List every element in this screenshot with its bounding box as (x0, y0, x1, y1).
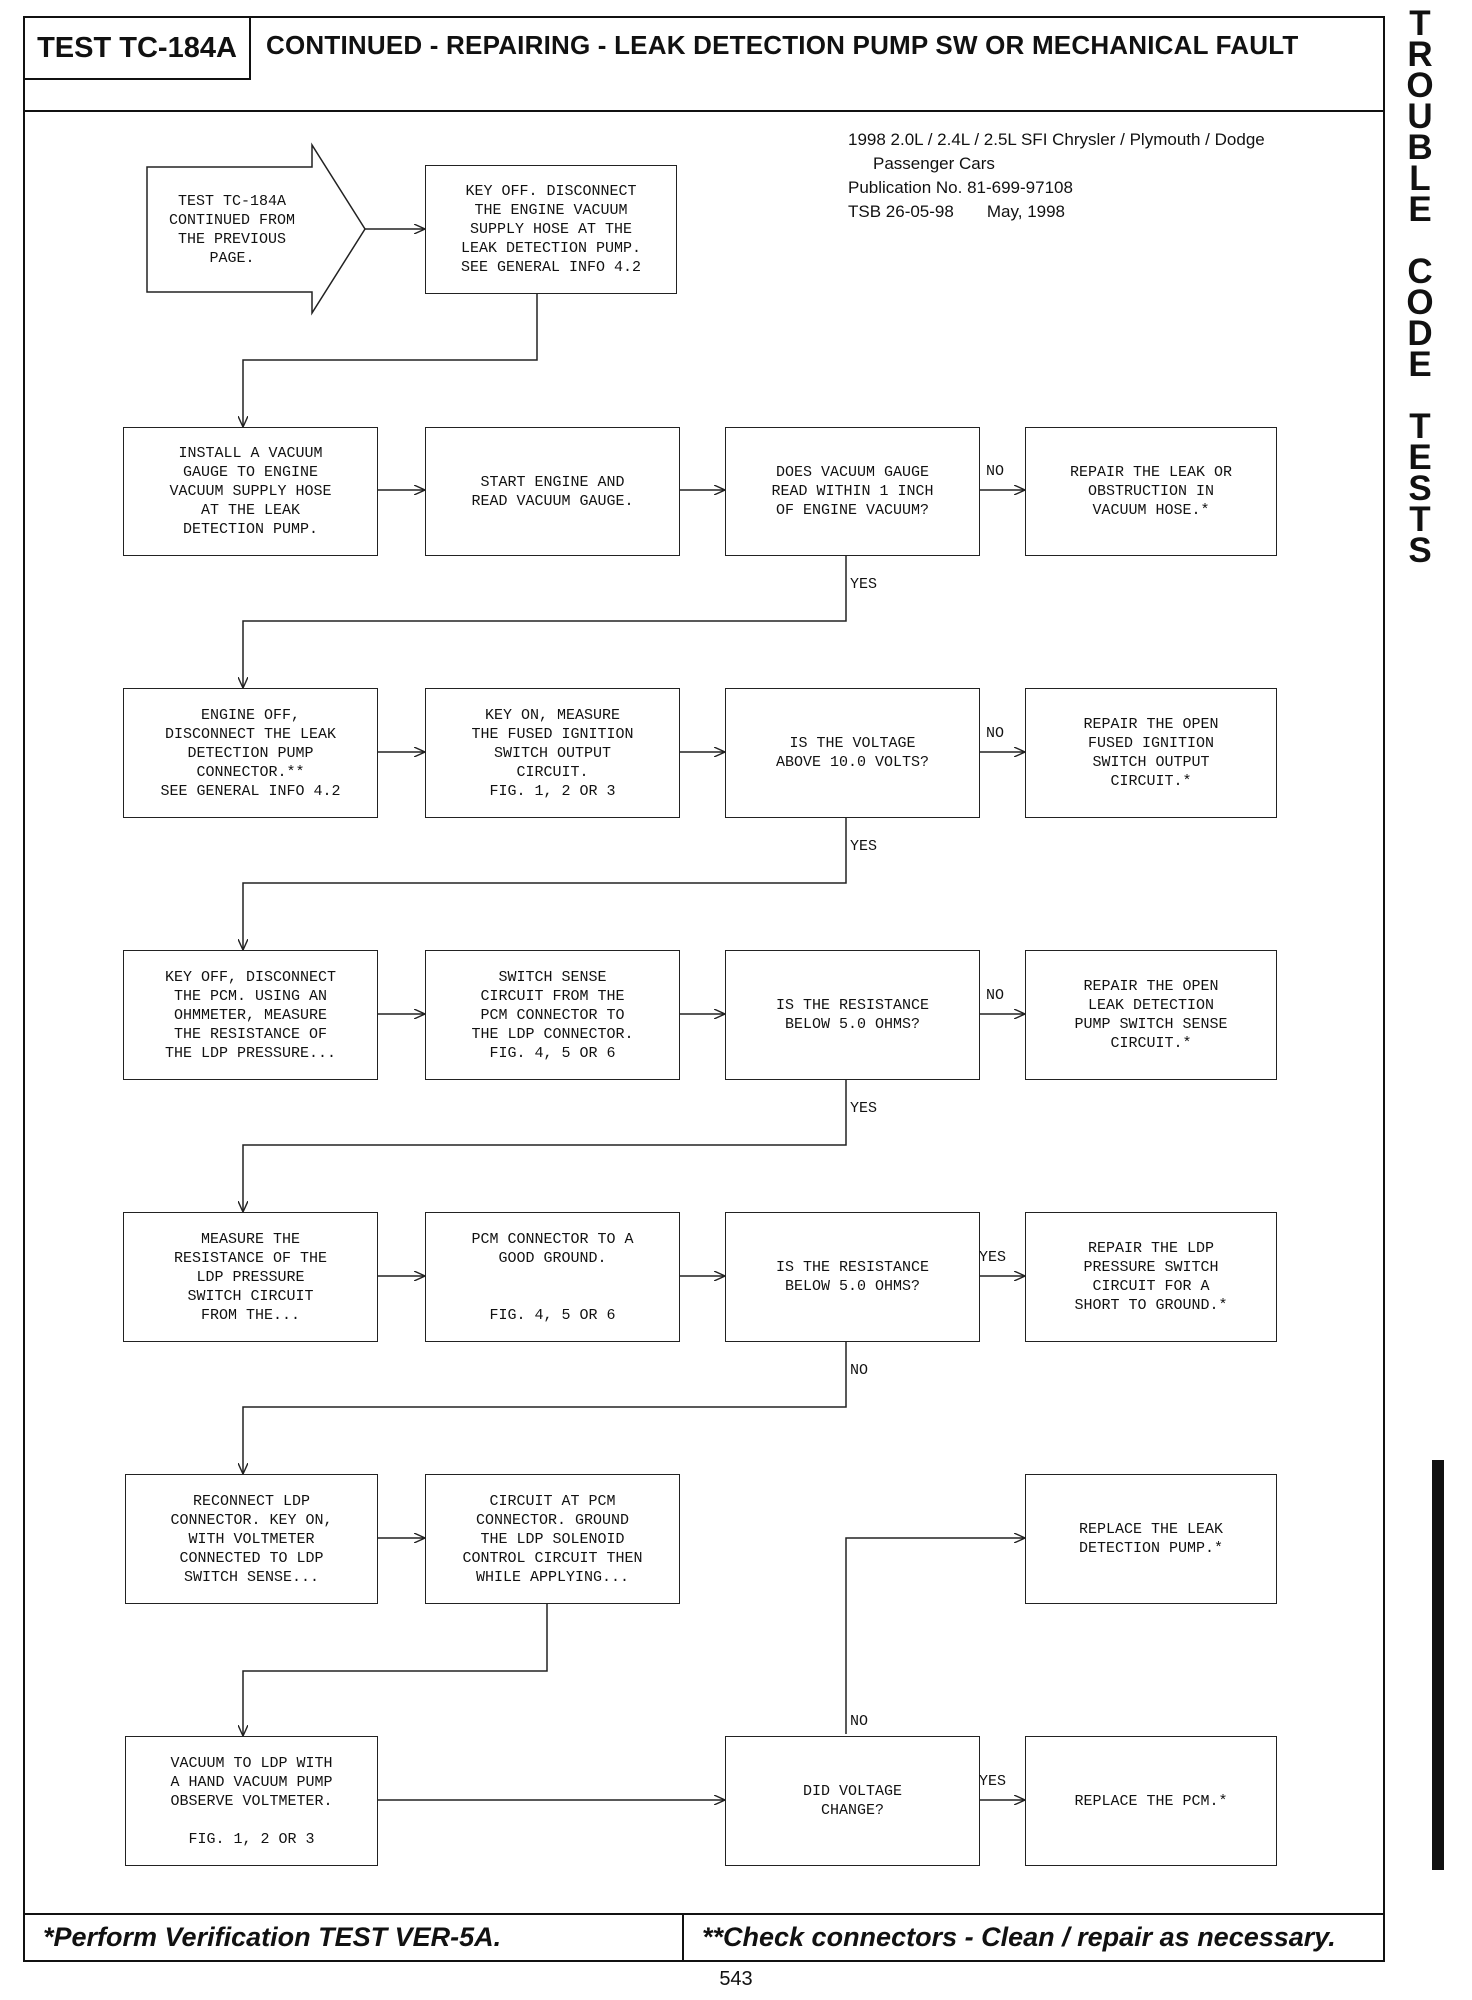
label-no: NO (850, 1362, 869, 1379)
result-repair-switch-sense: REPAIR THE OPEN LEAK DETECTION PUMP SWIT… (1025, 950, 1277, 1080)
step-measure-ignition-circuit: KEY ON, MEASURE THE FUSED IGNITION SWITC… (425, 688, 680, 818)
step-install-vacuum-gauge: INSTALL A VACUUM GAUGE TO ENGINE VACUUM … (123, 427, 378, 556)
header-row (23, 16, 1385, 112)
side-tab-letter: O (1406, 66, 1434, 105)
publication-info: 1998 2.0L / 2.4L / 2.5L SFI Chrysler / P… (848, 128, 1265, 224)
label-no: NO (986, 987, 1005, 1004)
test-id: TEST TC-184A (25, 18, 251, 80)
side-thumb-bar (1432, 1460, 1444, 1870)
publication-tsb: TSB 26-05-98 May, 1998 (848, 202, 1066, 221)
side-tab-letter: O (1406, 283, 1434, 322)
label-yes: YES (850, 1100, 878, 1117)
publication-vehicle: 1998 2.0L / 2.4L / 2.5L SFI Chrysler / P… (848, 130, 1265, 149)
question-voltage: IS THE VOLTAGE ABOVE 10.0 VOLTS? (725, 688, 980, 818)
label-no: NO (850, 1713, 869, 1730)
step-disconnect-ldp-connector: ENGINE OFF, DISCONNECT THE LEAK DETECTIO… (123, 688, 378, 818)
publication-cars: Passenger Cars (873, 154, 995, 173)
side-tab-letter: T (1409, 4, 1431, 43)
step-reconnect-ldp: RECONNECT LDP CONNECTOR. KEY ON, WITH VO… (125, 1474, 378, 1604)
label-yes: YES (850, 576, 878, 593)
side-tab-letter: E (1408, 345, 1432, 384)
question-resistance-2: IS THE RESISTANCE BELOW 5.0 OHMS? (725, 1212, 980, 1342)
publication-number: Publication No. 81-699-97108 (848, 178, 1073, 197)
page-frame (23, 16, 1385, 1962)
step-pcm-connector-ground: PCM CONNECTOR TO A GOOD GROUND. FIG. 4, … (425, 1212, 680, 1342)
step-circuit-at-pcm: CIRCUIT AT PCM CONNECTOR. GROUND THE LDP… (425, 1474, 680, 1604)
side-tab-letter: T (1409, 407, 1431, 446)
side-tab-letter: S (1408, 531, 1432, 570)
side-tab-letter: B (1407, 128, 1433, 167)
question-voltage-change: DID VOLTAGE CHANGE? (725, 1736, 980, 1866)
label-yes: YES (979, 1249, 1007, 1266)
result-repair-vacuum-hose: REPAIR THE LEAK OR OBSTRUCTION IN VACUUM… (1025, 427, 1277, 556)
side-tab-letter: C (1407, 252, 1433, 291)
footer-connector-note: **Check connectors - Clean / repair as n… (684, 1913, 1385, 1960)
step-vacuum-to-ldp: VACUUM TO LDP WITH A HAND VACUUM PUMP OB… (125, 1736, 378, 1866)
step-measure-resistance: MEASURE THE RESISTANCE OF THE LDP PRESSU… (123, 1212, 378, 1342)
step-start-engine: START ENGINE AND READ VACUUM GAUGE. (425, 427, 680, 556)
side-tab-letter: S (1408, 469, 1432, 508)
side-tab-letter: D (1407, 314, 1433, 353)
page-number: 543 (719, 1968, 753, 1990)
label-yes: YES (979, 1773, 1007, 1790)
side-tab-letter: L (1409, 159, 1431, 198)
side-tab-letter: T (1409, 500, 1431, 539)
side-tab-letter: R (1407, 35, 1433, 74)
step-switch-sense-circuit: SWITCH SENSE CIRCUIT FROM THE PCM CONNEC… (425, 950, 680, 1080)
question-resistance-1: IS THE RESISTANCE BELOW 5.0 OHMS? (725, 950, 980, 1080)
footer-verification-note: *Perform Verification TEST VER-5A. (23, 1913, 684, 1960)
side-tab-letter: E (1408, 438, 1432, 477)
side-tab-letter: U (1407, 97, 1433, 136)
label-no: NO (986, 725, 1005, 742)
start-label: TEST TC-184A CONTINUED FROM THE PREVIOUS… (168, 192, 296, 267)
label-no: NO (986, 463, 1005, 480)
start-arrow-shape (146, 142, 366, 316)
question-vacuum-gauge: DOES VACUUM GAUGE READ WITHIN 1 INCH OF … (725, 427, 980, 556)
side-tab-letter: E (1408, 190, 1432, 229)
result-replace-pcm: REPLACE THE PCM.* (1025, 1736, 1277, 1866)
label-yes: YES (850, 838, 878, 855)
result-replace-ldp: REPLACE THE LEAK DETECTION PUMP.* (1025, 1474, 1277, 1604)
page-title: CONTINUED - REPAIRING - LEAK DETECTION P… (266, 30, 1299, 60)
result-repair-fused-ignition: REPAIR THE OPEN FUSED IGNITION SWITCH OU… (1025, 688, 1277, 818)
step-disconnect-vacuum-hose: KEY OFF. DISCONNECT THE ENGINE VACUUM SU… (425, 165, 677, 294)
step-disconnect-pcm: KEY OFF, DISCONNECT THE PCM. USING AN OH… (123, 950, 378, 1080)
result-repair-short-ground: REPAIR THE LDP PRESSURE SWITCH CIRCUIT F… (1025, 1212, 1277, 1342)
